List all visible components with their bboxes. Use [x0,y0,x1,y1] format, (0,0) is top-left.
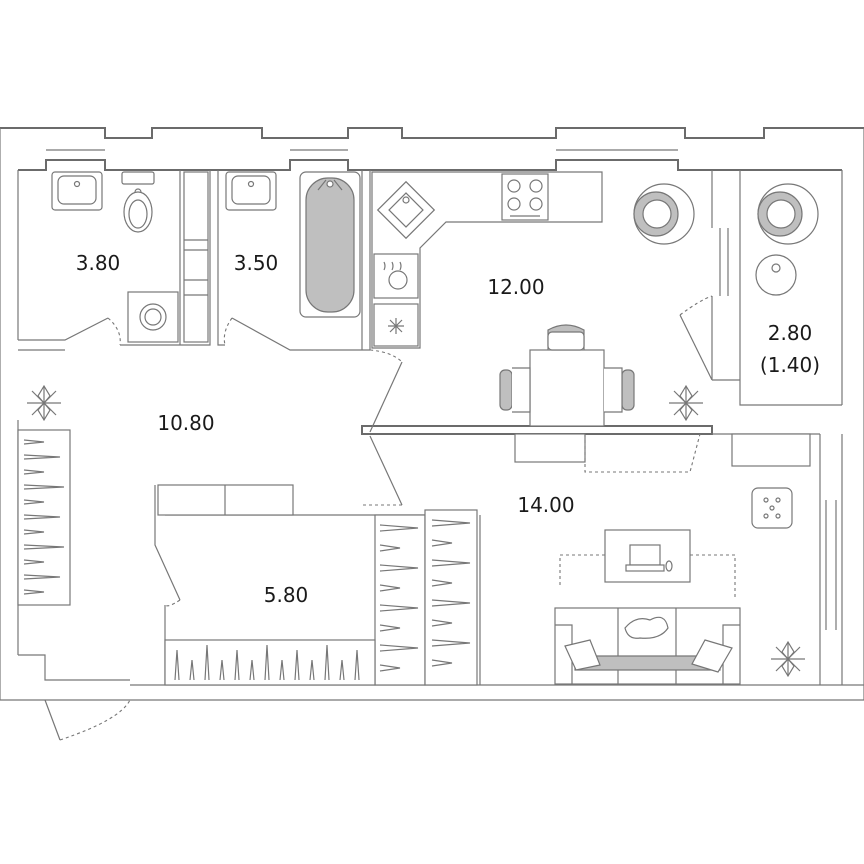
sideboard [731,433,811,467]
bath1-storage-shelves [183,171,209,343]
room-area-bathroom-1: 3.80 [76,251,121,275]
plant-icon [771,640,805,678]
laptop-icon [625,544,665,572]
door-swing-wardrobe [164,599,181,607]
kitchen-fixtures [371,171,703,427]
cooktop-icon [501,173,549,221]
plant-icon [27,384,61,422]
clothes-rack-vertical [374,509,478,686]
room-area-bathroom-2: 3.50 [234,251,279,275]
bathtub-icon [299,171,361,318]
wardrobe-room-fixtures [164,509,478,686]
room-area-loggia-reduced: (1.40) [760,353,820,377]
bathroom-2-fixtures [225,171,361,318]
door-leaf-hall [369,361,403,433]
door-leaf-living [369,435,403,506]
toilet-icon [121,171,155,233]
entrance-wardrobe [17,429,71,606]
outer-walls [0,127,864,701]
room-area-hallway: 10.80 [157,411,214,435]
pouf-icon [751,487,793,529]
washing-machine-icon [127,291,179,343]
plant-icon [669,384,703,422]
armchair-icon [757,183,819,245]
sink-icon [51,171,103,211]
pet-icon [624,616,669,639]
desk-with-laptop [559,529,736,600]
gas-boiler-icon [373,253,419,299]
bathroom-1-fixtures [51,171,209,343]
round-table-icon [755,254,797,296]
door-swing-entrance [59,699,131,741]
fridge-icon [373,303,419,347]
room-area-living-room: 14.00 [517,493,574,517]
sink-icon [225,171,277,211]
living-room-fixtures [514,433,811,685]
sofa-icon [554,607,741,685]
door-swing-hall [369,349,403,363]
hallway-fixtures [17,384,294,606]
armchair-icon [633,183,695,245]
room-area-loggia: 2.80 [768,321,813,345]
door-leaf-entrance [44,699,61,741]
room-area-kitchen: 12.00 [487,275,544,299]
door-swing-bath1 [107,317,121,346]
tv-stand [514,433,701,473]
room-area-wardrobe-room: 5.80 [264,583,309,607]
kitchen-sink-icon [376,180,436,240]
dining-table [499,324,635,427]
loggia-fixtures [719,183,819,296]
door-swing-bath2 [223,317,233,346]
door-leaf-loggia [679,314,713,381]
area-labels: 3.80 3.50 12.00 2.80 (1.40) 10.80 14.00 … [76,251,820,607]
hallway-console [157,484,294,516]
doors [44,295,713,741]
clothes-rack-horizontal [164,639,376,686]
